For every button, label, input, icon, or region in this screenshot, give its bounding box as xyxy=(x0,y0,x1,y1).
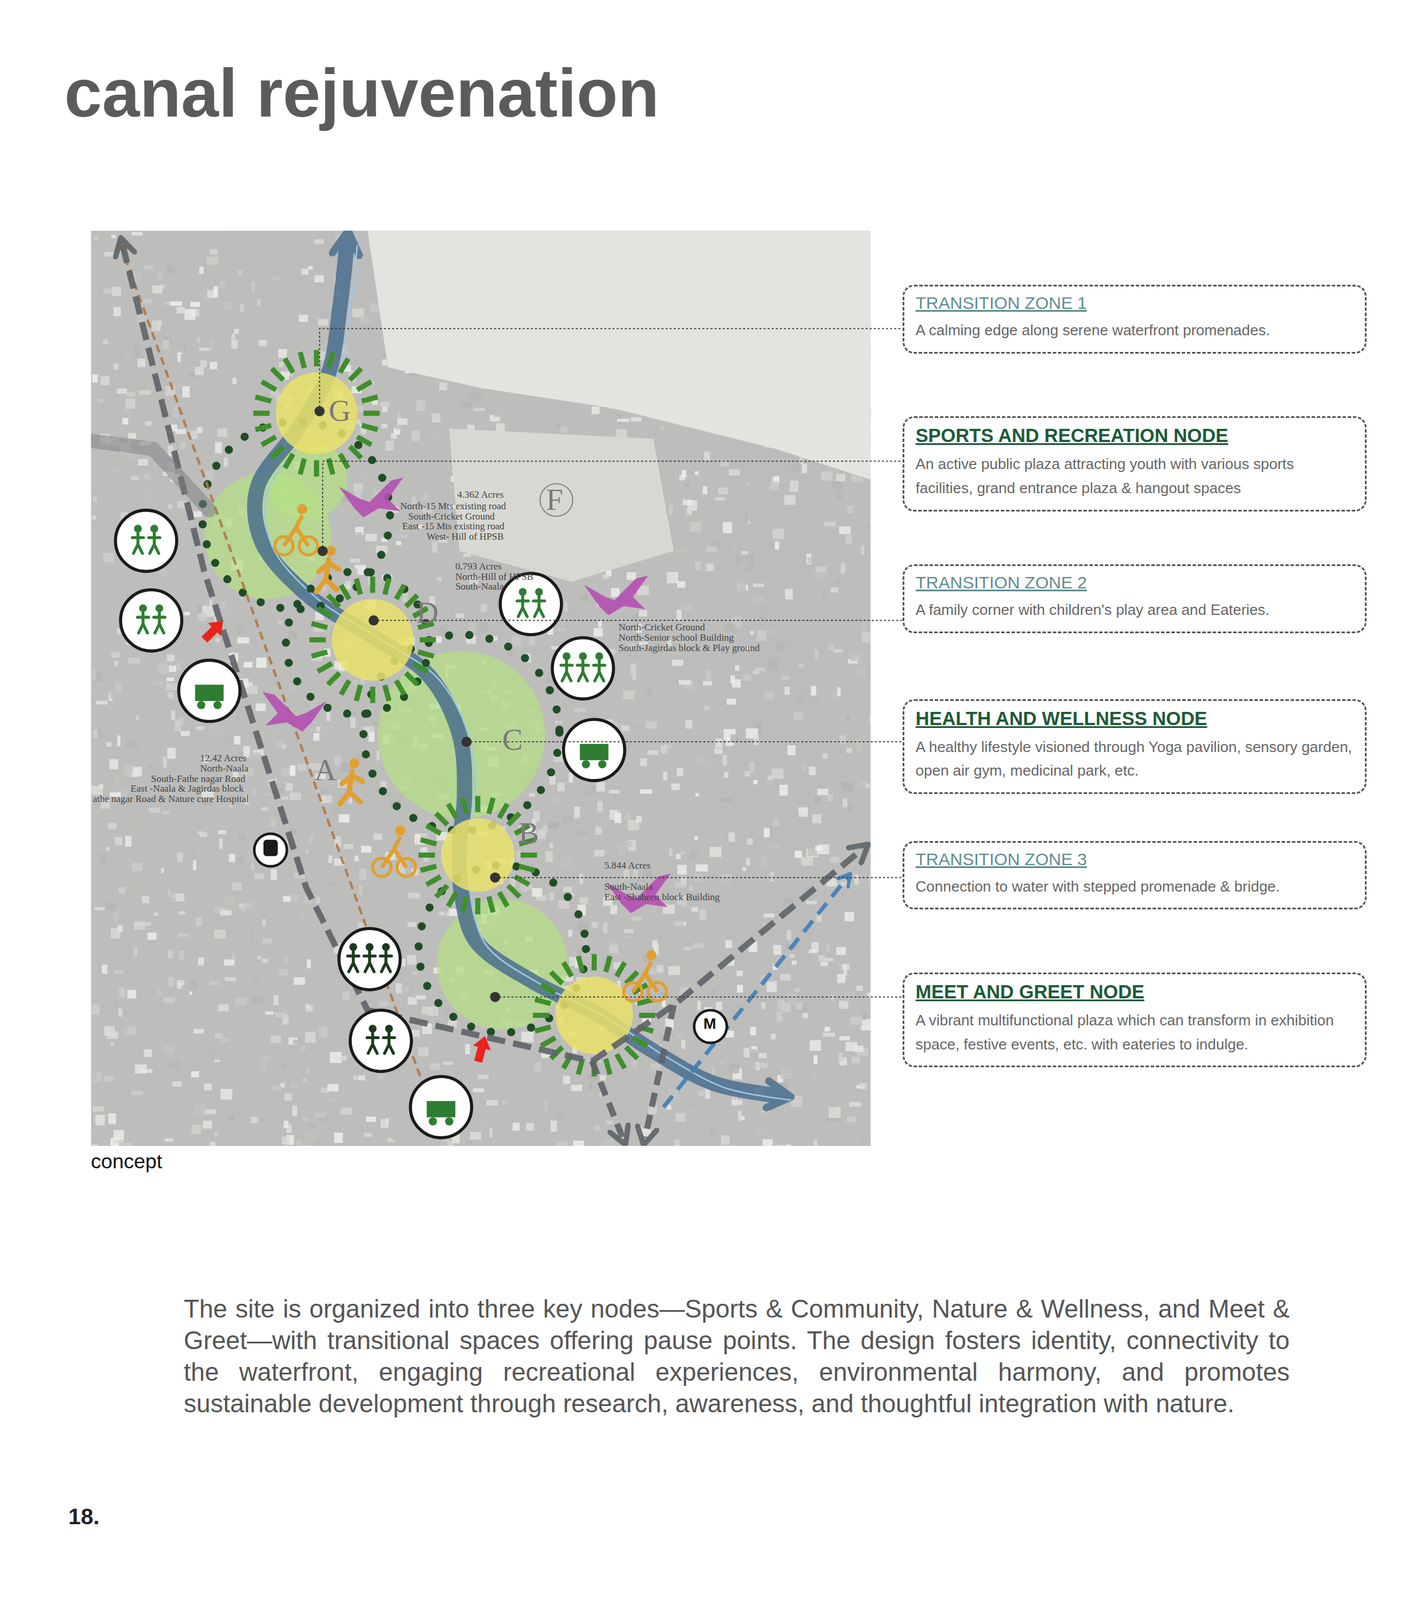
callout-heading: TRANSITION ZONE 2 xyxy=(915,573,1354,593)
leader-line xyxy=(319,328,903,412)
site-note: 5.844 Acres xyxy=(604,860,651,872)
callout-body: Connection to water with stepped promena… xyxy=(915,875,1354,900)
zone-letter: B xyxy=(518,816,540,851)
site-note: South-Fathe nagar Road xyxy=(151,774,246,785)
callout-body: A family corner with children's play are… xyxy=(915,598,1354,623)
city-texture xyxy=(91,230,872,1147)
activity-icon xyxy=(338,928,401,990)
leader-line xyxy=(466,741,903,743)
site-note: South-Jagirdas block & Play ground xyxy=(618,643,760,655)
caption-paragraph: The site is organized into three key nod… xyxy=(183,1293,1290,1420)
site-note: North-15 Mts existing road xyxy=(400,501,506,513)
callout-body: A calming edge along serene waterfront p… xyxy=(915,318,1354,343)
leader-dot xyxy=(314,405,325,417)
leader-dot xyxy=(461,736,472,748)
site-note: South-Naala xyxy=(604,881,653,893)
callout-body: A healthy lifestyle visioned through Yog… xyxy=(915,735,1354,784)
road xyxy=(645,1005,675,1139)
activity-icon xyxy=(350,1010,412,1073)
callout-heading: MEET AND GREET NODE xyxy=(915,981,1354,1004)
road-link xyxy=(663,877,848,1108)
dotted-ring xyxy=(285,571,429,715)
activity-icon xyxy=(563,719,625,781)
zone-letter: C xyxy=(502,722,524,757)
site-note: West- Hill of HPSB xyxy=(426,531,504,543)
activity-icon xyxy=(552,637,614,700)
zone-letter: F xyxy=(546,482,564,517)
node-plaza xyxy=(253,350,380,477)
callout-box: TRANSITION ZONE 1 A calming edge along se… xyxy=(902,284,1368,354)
callout-box: MEET AND GREET NODE A vibrant multifuncti… xyxy=(902,972,1368,1068)
leader-dot xyxy=(489,992,501,1003)
bird-symbol xyxy=(262,691,327,732)
leader-dot xyxy=(368,615,379,626)
site-note: athe nagar Road & Nature cure Hospital xyxy=(93,794,250,806)
bird-symbol xyxy=(583,575,649,615)
callout-heading: TRANSITION ZONE 3 xyxy=(915,849,1354,870)
activity-icon xyxy=(178,660,241,722)
site-note: South-Cricket Ground xyxy=(408,511,495,523)
entry-arrow xyxy=(469,1034,494,1065)
street-line xyxy=(120,245,444,1144)
site-note: 12.42 Acres xyxy=(199,753,247,765)
zone-letter: G xyxy=(328,393,351,428)
satellite-map xyxy=(90,230,871,1147)
entry-arrow xyxy=(198,614,230,646)
site-note: 4.362 Acres xyxy=(457,489,504,501)
canal-edge xyxy=(264,245,791,1101)
callout-body: A vibrant multifunctional plaza which ca… xyxy=(915,1008,1354,1057)
site-note: North-Naala xyxy=(199,763,249,775)
metro-and-rail-icons xyxy=(254,483,727,1043)
zone-letter: D xyxy=(416,596,439,630)
road xyxy=(591,1061,623,1139)
leader-line xyxy=(322,461,903,551)
page-title: canal rejuvenation xyxy=(64,52,660,135)
site-note: East -Naala & Jagirdas block xyxy=(130,783,245,795)
zone-letter: A xyxy=(314,753,338,788)
activity-icon xyxy=(410,1076,472,1139)
canal xyxy=(254,240,781,1096)
site-note: North-Cricket Ground xyxy=(618,622,705,634)
callout-box: TRANSITION ZONE 2 A family corner with ch… xyxy=(902,564,1368,634)
page-number: 18. xyxy=(68,1504,100,1530)
callout-box: TRANSITION ZONE 3 Connection to water wit… xyxy=(902,841,1368,911)
site-note: East -15 Mts existing road xyxy=(401,521,505,533)
cyclist-figure xyxy=(372,825,416,877)
cyclist-figure xyxy=(274,504,318,556)
callout-box: SPORTS AND RECREATION NODE An active publ… xyxy=(902,416,1368,512)
activity-icon xyxy=(115,510,177,572)
activity-icon xyxy=(500,573,562,636)
leader-line xyxy=(494,996,903,998)
road xyxy=(122,245,864,1062)
bird-symbol xyxy=(338,477,404,518)
activity-icon xyxy=(120,589,183,652)
runner-figure xyxy=(316,546,339,592)
node-plaza xyxy=(418,795,537,915)
leader-line xyxy=(494,877,903,879)
leader-line xyxy=(373,620,903,622)
cyclist-figure xyxy=(623,950,667,1002)
callout-heading: TRANSITION ZONE 1 xyxy=(915,293,1354,313)
callout-body: An active public plaza attracting youth … xyxy=(915,452,1354,501)
site-note: South-Naala xyxy=(455,581,504,593)
callout-heading: SPORTS AND RECREATION NODE xyxy=(915,424,1354,447)
site-note: North-Hill of HPSB xyxy=(455,571,534,583)
runner-figure xyxy=(339,758,363,805)
callout-box: HEALTH AND WELLNESS NODE A healthy lifest… xyxy=(902,699,1368,795)
leader-dot xyxy=(489,872,501,884)
site-note: East -Shaheen block Building xyxy=(604,892,720,904)
path-trace xyxy=(90,440,210,511)
leader-dot xyxy=(317,546,328,557)
site-note: North-Senior school Building xyxy=(618,632,734,644)
metro-mark: M xyxy=(703,1015,717,1033)
figure-label: concept xyxy=(90,1150,163,1174)
callout-heading: HEALTH AND WELLNESS NODE xyxy=(915,707,1354,730)
site-note: 0.793 Acres xyxy=(455,561,502,573)
